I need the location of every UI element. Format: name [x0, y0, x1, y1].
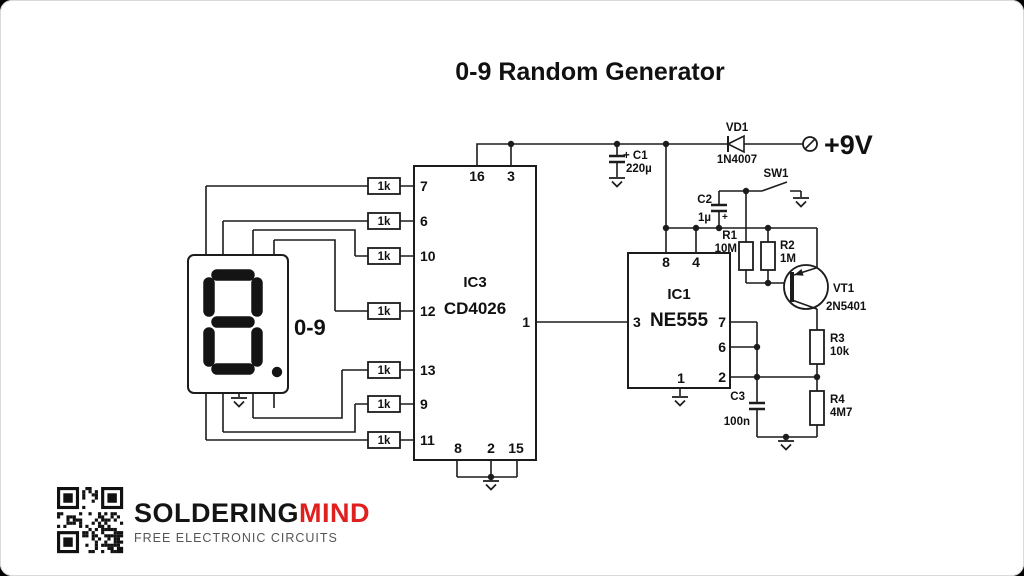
ic3-pin8-label: 8	[454, 440, 462, 456]
capacitor-c3: C3 100n	[724, 391, 765, 428]
c3-value: 100n	[724, 416, 750, 428]
vd1-ref: VD1	[726, 122, 749, 134]
schematic-title: 0-9 Random Generator	[455, 58, 725, 86]
ic1-pin3-label: 3	[633, 314, 641, 330]
resistor-1k-label: 1k	[378, 216, 391, 228]
decimal-point	[271, 366, 283, 378]
ic1-part: NE555	[650, 310, 709, 331]
vd1-part: 1N4007	[717, 154, 757, 166]
sw1-ref: SW1	[764, 168, 790, 180]
ic3-pin7-label: 7	[420, 178, 428, 194]
ic1-pin2-label: 2	[718, 369, 726, 385]
resistor-r3: R3 10k	[809, 329, 850, 365]
diode-vd1: VD1 1N4007	[717, 122, 757, 166]
switch-sw1: SW1	[764, 168, 790, 180]
c3-ref: C3	[730, 391, 745, 403]
ground-icon	[483, 480, 499, 491]
ground-icon	[231, 397, 247, 408]
c1-value: 220µ	[626, 163, 652, 175]
ic3-body	[413, 165, 537, 461]
resistor-network: 1k 1k 1k 1k 1k 1k 1k	[367, 177, 401, 449]
ic3-pin13-label: 13	[420, 362, 436, 378]
r1-ref: R1	[722, 230, 737, 242]
ground-icon	[609, 177, 625, 188]
brand-primary: SOLDERING	[134, 498, 300, 528]
ground-symbols	[231, 177, 809, 491]
r1-value: 10M	[715, 243, 737, 255]
r4-ref: R4	[830, 394, 845, 406]
ic1-block: 8 4 3 IC1 NE555 7 6 2 1	[627, 252, 731, 389]
ic3-part: CD4026	[444, 299, 506, 318]
vt1-part: 2N5401	[826, 301, 867, 313]
supply-label: +9V	[824, 130, 873, 160]
capacitor-c1: + C1 220µ	[609, 150, 652, 175]
c2-ref: C2	[697, 194, 712, 206]
ic3-pin10-label: 10	[420, 248, 436, 264]
junction-dots	[487, 140, 821, 481]
ground-icon	[793, 197, 809, 208]
brand-tagline: FREE ELECTRONIC CIRCUITS	[134, 531, 338, 545]
ground-icon	[778, 440, 794, 451]
ic3-pin1-label: 1	[522, 314, 530, 330]
ic1-pin6-label: 6	[718, 339, 726, 355]
resistor-1k-label: 1k	[378, 251, 391, 263]
resistor-r1: R1 10M	[715, 230, 754, 271]
ic1-body	[627, 252, 731, 389]
capacitor-c2: C2 1µ +	[697, 194, 728, 224]
r2-value: 1M	[780, 253, 796, 265]
ic3-pin3-label: 3	[507, 168, 515, 184]
ic3-pin15-label: 15	[508, 440, 524, 456]
r2-ref: R2	[780, 240, 795, 252]
ic3-pin16-label: 16	[469, 168, 485, 184]
r4-value: 4M7	[830, 407, 852, 419]
brand-wordmark: SOLDERINGMIND	[134, 498, 370, 528]
supply-terminal: +9V	[802, 130, 873, 160]
ic1-ref: IC1	[667, 286, 690, 303]
ic1-pin1-label: 1	[677, 370, 685, 386]
digit-8	[203, 269, 283, 378]
resistor-r4: R4 4M7	[809, 390, 852, 426]
ic3-block: 16 3 7 6 10 12 13 9 11 1 IC3 CD4026 8 2 …	[413, 165, 537, 461]
display-range-label: 0-9	[294, 315, 326, 340]
vt1-ref: VT1	[833, 283, 855, 295]
r3-ref: R3	[830, 333, 845, 345]
c2-polarity: +	[722, 212, 728, 223]
pnp-arrow-icon	[794, 269, 804, 276]
qr-code	[57, 487, 124, 554]
ic3-pin2-label: 2	[487, 440, 495, 456]
ic3-pin11-label: 11	[420, 432, 435, 448]
ic3-ref: IC3	[463, 274, 486, 291]
ground-icon	[672, 396, 688, 407]
resistor-1k-label: 1k	[378, 399, 391, 411]
transistor-vt1: VT1 2N5401	[783, 264, 867, 313]
ic3-pin12-label: 12	[420, 303, 436, 319]
ic1-pin8-label: 8	[662, 254, 670, 270]
resistor-1k-label: 1k	[378, 435, 391, 447]
resistor-1k-label: 1k	[378, 306, 391, 318]
r3-value: 10k	[830, 346, 850, 358]
resistor-1k-label: 1k	[378, 181, 391, 193]
ic3-pin6-label: 6	[420, 213, 428, 229]
c2-value: 1µ	[698, 212, 711, 224]
ic3-pin9-label: 9	[420, 396, 428, 412]
resistor-r2: R2 1M	[760, 240, 796, 271]
ic1-pin7-label: 7	[718, 314, 726, 330]
branding-block: SOLDERINGMIND FREE ELECTRONIC CIRCUITS	[134, 498, 370, 545]
c1-ref: + C1	[623, 150, 648, 162]
seven-segment-display: 0-9	[187, 254, 326, 394]
resistor-1k-label: 1k	[378, 365, 391, 377]
brand-accent: MIND	[299, 498, 371, 528]
wires	[205, 143, 818, 480]
ic1-pin4-label: 4	[692, 254, 700, 270]
